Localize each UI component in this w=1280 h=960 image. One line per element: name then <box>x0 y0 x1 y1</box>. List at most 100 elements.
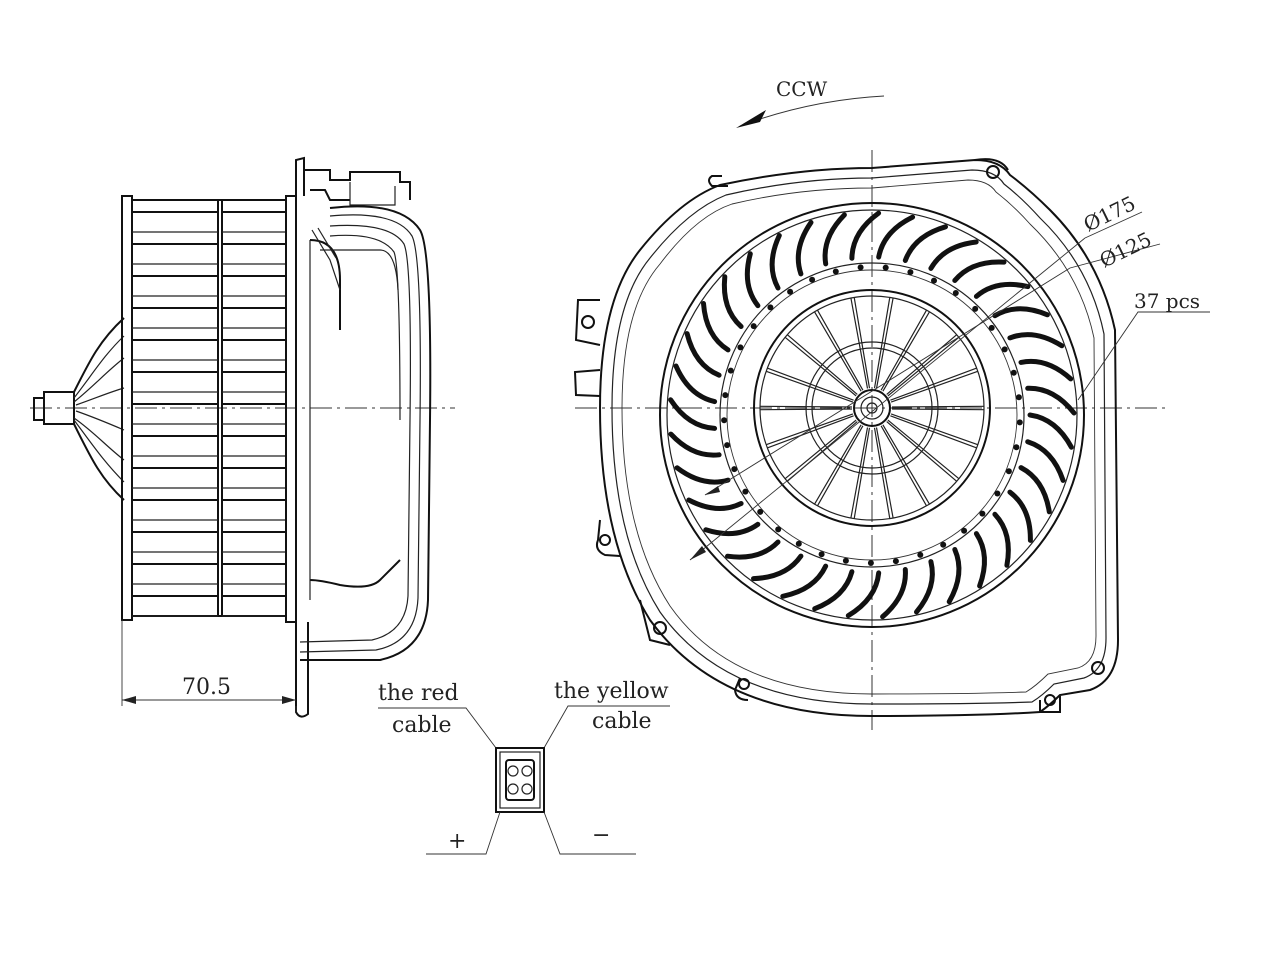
impeller-rivet <box>1015 394 1022 401</box>
impeller-blade <box>952 259 1007 283</box>
hub-center <box>853 389 891 427</box>
impeller-blade <box>701 301 731 353</box>
housing-front <box>573 158 1120 718</box>
impeller-blade <box>973 531 987 589</box>
outer-diameter-label: Ø175 <box>1080 191 1140 236</box>
inner-diameter-label: Ø125 <box>1096 227 1156 272</box>
impeller-rivet <box>832 268 839 275</box>
impeller-rivet <box>952 290 959 296</box>
hub-disc <box>753 289 991 527</box>
impeller-rivet <box>972 305 979 312</box>
impeller-blade <box>849 210 882 261</box>
impeller-rivet <box>917 551 924 558</box>
red-cable-label-line1: the red <box>378 681 459 706</box>
impeller-blade <box>973 281 1031 299</box>
impeller-inner-ring <box>719 262 1025 568</box>
hub-spoke <box>814 309 864 392</box>
impeller-blade <box>751 553 804 582</box>
impeller-rivet <box>787 288 794 295</box>
impeller-rivet <box>722 392 729 399</box>
impeller-blade <box>1007 332 1065 349</box>
hub-spoke <box>873 427 894 519</box>
hub-spoke <box>765 413 854 449</box>
impeller-blade <box>725 539 781 560</box>
impeller-blade <box>769 233 782 291</box>
hub-spoke <box>850 427 871 519</box>
impeller-rivet <box>1010 369 1017 376</box>
hub-spoke <box>890 367 979 403</box>
hub-spoke <box>814 424 864 507</box>
impeller-rivet <box>750 323 757 330</box>
impeller-rivet <box>742 488 749 495</box>
impeller-blade <box>946 547 962 605</box>
connector-plug-icon: the red cable the yellow cable + − <box>378 679 670 855</box>
impeller-rivet <box>724 442 731 449</box>
impeller-rivet <box>757 508 764 515</box>
impeller-rivet <box>1016 419 1023 426</box>
housing-side <box>285 156 432 718</box>
motor-hub <box>33 317 125 501</box>
impeller-rivet <box>731 466 738 473</box>
impeller-blade <box>674 465 731 485</box>
impeller-blade <box>668 397 718 431</box>
impeller-blade <box>876 214 916 260</box>
hub-spoke <box>759 405 853 411</box>
hub-spoke <box>850 297 871 389</box>
impeller-blade <box>812 569 855 612</box>
impeller-rivet <box>1005 468 1012 475</box>
ccw-arrow-icon: CCW <box>736 77 885 128</box>
impeller-rivet <box>994 490 1001 497</box>
hub-spoke <box>886 419 960 482</box>
positive-terminal-label: + <box>448 829 466 854</box>
impeller-blade <box>684 331 722 378</box>
impeller-blade <box>928 239 979 271</box>
impeller-rivet <box>1013 444 1020 451</box>
impeller-blade <box>673 363 718 405</box>
width-dimension: 70.5 <box>121 620 297 712</box>
impeller-rivet <box>857 264 864 271</box>
impeller <box>659 202 1085 628</box>
yellow-cable-label-line1: the yellow <box>554 679 669 704</box>
impeller-blade <box>822 212 847 267</box>
impeller-blade <box>686 497 744 511</box>
impeller-blade <box>1025 439 1066 483</box>
hub-spoke <box>880 309 930 392</box>
impeller-rivet <box>907 269 914 276</box>
impeller-rivet <box>721 417 728 424</box>
impeller-rivet <box>767 304 774 311</box>
hub-spoke <box>765 367 854 403</box>
impeller-blade <box>721 274 744 329</box>
impeller-blade <box>914 559 935 615</box>
impeller-blade <box>880 567 908 620</box>
rotation-label: CCW <box>776 77 828 101</box>
impeller-outer-ring <box>659 202 1085 628</box>
hub-spoke <box>873 297 894 389</box>
impeller-blade <box>795 219 814 277</box>
impeller-rivet <box>795 540 802 547</box>
impeller-rivet <box>940 541 947 548</box>
impeller-rivet <box>737 344 744 351</box>
hub-spoke <box>880 424 930 507</box>
hub-spoke <box>784 334 858 397</box>
impeller-blade <box>780 563 829 599</box>
impeller-blade <box>703 521 761 537</box>
impeller-blade <box>668 431 722 458</box>
diameter-leaders: Ø175 Ø125 37 pcs <box>689 191 1210 561</box>
impeller-blade <box>992 511 1011 568</box>
impeller-rivet <box>988 324 995 331</box>
impeller-rivet <box>961 527 968 534</box>
blade-count-label: 37 pcs <box>1134 289 1200 313</box>
impeller-rivets <box>721 264 1023 566</box>
impeller-blade <box>902 224 948 263</box>
impeller-blades <box>668 210 1077 620</box>
width-dimension-label: 70.5 <box>182 675 231 700</box>
impeller-rivet <box>775 526 782 533</box>
side-view: 70.5 <box>30 156 455 718</box>
impeller-rivet <box>979 510 986 517</box>
hub-spoke <box>886 334 960 397</box>
impeller-blade <box>744 251 761 309</box>
impeller-rivet <box>809 276 816 283</box>
impeller-rivet <box>931 277 937 284</box>
impeller-blade <box>1018 358 1074 382</box>
red-cable-label-line2: cable <box>392 713 452 738</box>
